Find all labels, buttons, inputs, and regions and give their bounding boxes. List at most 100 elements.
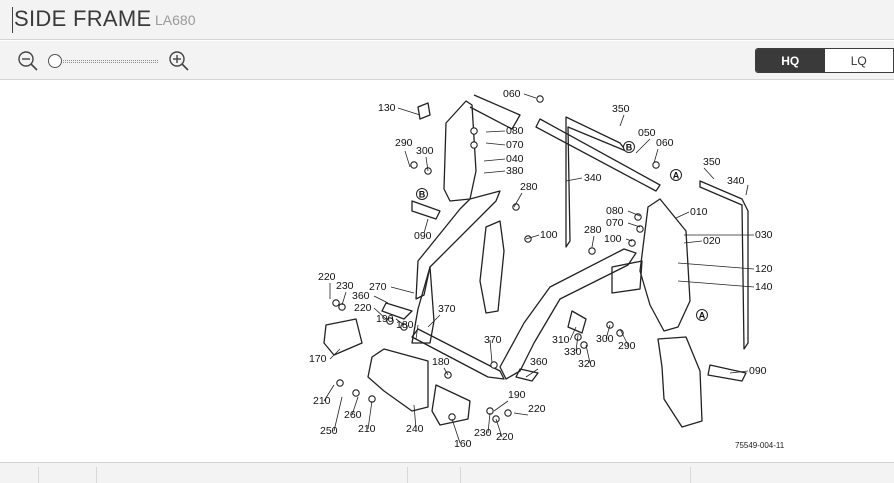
part-number-label[interactable]: 080 bbox=[506, 125, 524, 137]
leader-line bbox=[525, 234, 540, 240]
zoom-slider-thumb[interactable] bbox=[48, 54, 62, 68]
part-number-label[interactable]: 250 bbox=[320, 425, 338, 437]
part-number-label[interactable]: 280 bbox=[520, 181, 538, 193]
part-number-label[interactable]: 100 bbox=[540, 229, 558, 241]
callout-circle bbox=[623, 141, 635, 153]
part-number-label[interactable]: 020 bbox=[703, 235, 721, 247]
callout-letter: A bbox=[673, 171, 680, 181]
part-number-label[interactable]: 350 bbox=[612, 103, 630, 115]
footer-divider bbox=[407, 467, 408, 483]
part-number-label[interactable]: 360 bbox=[352, 290, 370, 302]
bracket-center-left bbox=[479, 220, 505, 314]
part-number-label[interactable]: 220 bbox=[496, 431, 514, 443]
part-number-label[interactable]: 260 bbox=[344, 409, 362, 421]
part-number-label[interactable]: 380 bbox=[506, 165, 524, 177]
footer-divider bbox=[38, 467, 39, 483]
leader-line bbox=[729, 370, 749, 374]
part-number-label[interactable]: 140 bbox=[755, 281, 773, 293]
part-number-label[interactable]: 360 bbox=[530, 356, 548, 368]
part-number-label[interactable]: 330 bbox=[564, 346, 582, 358]
part-number-label[interactable]: 230 bbox=[474, 427, 492, 439]
part-number-label[interactable]: 090 bbox=[414, 230, 432, 242]
zoom-in-button[interactable] bbox=[168, 50, 190, 72]
leader-line bbox=[591, 235, 595, 248]
pin-360-left bbox=[381, 302, 413, 320]
hardware-bolt bbox=[490, 361, 498, 369]
drawing-reference: 75549-004-11 bbox=[735, 441, 785, 450]
part-number-label[interactable]: 190 bbox=[508, 389, 526, 401]
part-number-label[interactable]: 070 bbox=[606, 217, 624, 229]
part-number-label[interactable]: 300 bbox=[416, 145, 434, 157]
part-labels: 1300603500500600800702903000403802803403… bbox=[309, 88, 773, 450]
part-number-label[interactable]: 040 bbox=[506, 153, 524, 165]
side-frame-post-left bbox=[411, 266, 435, 344]
part-number-label[interactable]: 220 bbox=[354, 302, 372, 314]
mounting-plate-right bbox=[611, 260, 643, 294]
part-number-label[interactable]: 030 bbox=[755, 229, 773, 241]
leader-line bbox=[395, 318, 405, 326]
part-number-label[interactable]: 370 bbox=[484, 334, 502, 346]
zoom-slider[interactable] bbox=[48, 54, 160, 68]
part-number-label[interactable]: 070 bbox=[506, 139, 524, 151]
part-number-label[interactable]: 220 bbox=[528, 403, 546, 415]
part-number-label[interactable]: 240 bbox=[406, 423, 424, 435]
part-number-label[interactable]: 320 bbox=[578, 358, 596, 370]
part-number-label[interactable]: 170 bbox=[309, 353, 327, 365]
part-number-label[interactable]: 270 bbox=[369, 281, 387, 293]
part-number-label[interactable]: 160 bbox=[454, 438, 472, 450]
part-number-label[interactable]: 310 bbox=[552, 334, 570, 346]
part-number-label[interactable]: 280 bbox=[584, 224, 602, 236]
part-number-label[interactable]: 180 bbox=[396, 319, 414, 331]
part-number-label[interactable]: 220 bbox=[318, 271, 336, 283]
leader-line bbox=[483, 158, 506, 162]
side-frame-arm-right bbox=[499, 248, 637, 380]
part-number-label[interactable]: 210 bbox=[358, 423, 376, 435]
part-number-label[interactable]: 290 bbox=[618, 340, 636, 352]
part-number-label[interactable]: 370 bbox=[438, 303, 456, 315]
hq-button[interactable]: HQ bbox=[756, 49, 825, 72]
text-cursor bbox=[12, 7, 13, 33]
leader-line bbox=[575, 334, 579, 352]
part-number-label[interactable]: 230 bbox=[336, 280, 354, 292]
part-number-label[interactable]: 100 bbox=[604, 233, 622, 245]
part-number-label[interactable]: 010 bbox=[690, 206, 708, 218]
leader-line bbox=[425, 156, 429, 172]
part-number-label[interactable]: 190 bbox=[376, 313, 394, 325]
part-number-label[interactable]: 340 bbox=[727, 175, 745, 187]
part-number-label[interactable]: 290 bbox=[395, 137, 413, 149]
leader-line bbox=[485, 130, 506, 133]
zoom-in-icon bbox=[169, 51, 189, 71]
part-number-label[interactable]: 350 bbox=[703, 156, 721, 168]
part-number-label[interactable]: 300 bbox=[596, 333, 614, 345]
part-number-label[interactable]: 050 bbox=[638, 127, 656, 139]
leader-line bbox=[451, 418, 461, 444]
leader-line bbox=[373, 295, 389, 304]
support-rod-340-right bbox=[699, 180, 749, 350]
hardware-bolt bbox=[652, 161, 660, 169]
part-number-label[interactable]: 060 bbox=[503, 88, 521, 100]
lq-button[interactable]: LQ bbox=[824, 49, 893, 72]
part-number-label[interactable]: 090 bbox=[749, 365, 767, 377]
part-number-label[interactable]: 180 bbox=[432, 356, 450, 368]
part-number-label[interactable]: 130 bbox=[378, 102, 396, 114]
leader-line bbox=[333, 396, 343, 432]
hardware-bolt bbox=[636, 225, 644, 233]
zoom-out-button[interactable] bbox=[17, 50, 39, 72]
model-code: LA680 bbox=[155, 12, 196, 28]
cross-bar-lower bbox=[411, 328, 505, 380]
callout-circle bbox=[696, 309, 708, 321]
leader-line bbox=[423, 218, 429, 234]
leader-line bbox=[585, 344, 591, 364]
leader-line bbox=[565, 177, 583, 182]
callout-circle bbox=[416, 188, 428, 200]
part-number-label[interactable]: 060 bbox=[656, 137, 674, 149]
part-number-label[interactable]: 340 bbox=[584, 172, 602, 184]
status-bar bbox=[0, 462, 894, 483]
part-number-label[interactable]: 080 bbox=[606, 205, 624, 217]
part-number-label[interactable]: 210 bbox=[313, 395, 331, 407]
hardware-bolt bbox=[336, 379, 344, 387]
leader-line bbox=[390, 286, 415, 294]
part-number-label[interactable]: 120 bbox=[755, 263, 773, 275]
